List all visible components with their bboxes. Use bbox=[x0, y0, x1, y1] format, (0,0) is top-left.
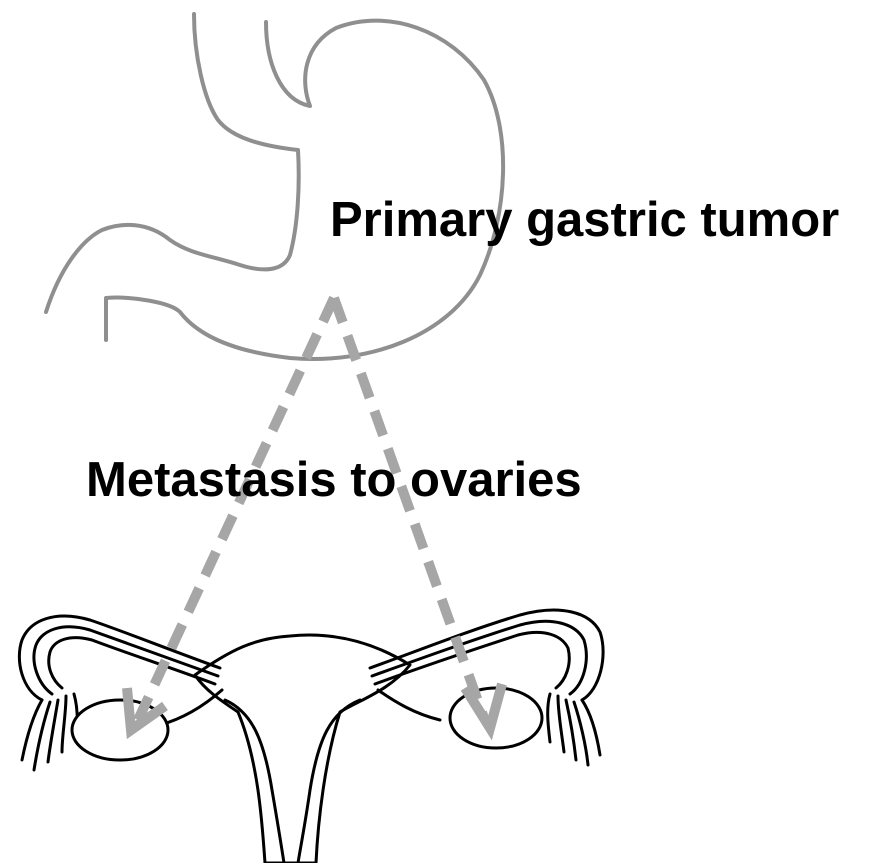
metastasis-label: Metastasis to ovaries bbox=[86, 453, 582, 507]
primary-tumor-label: Primary gastric tumor bbox=[330, 193, 839, 247]
stomach-icon bbox=[46, 14, 503, 359]
